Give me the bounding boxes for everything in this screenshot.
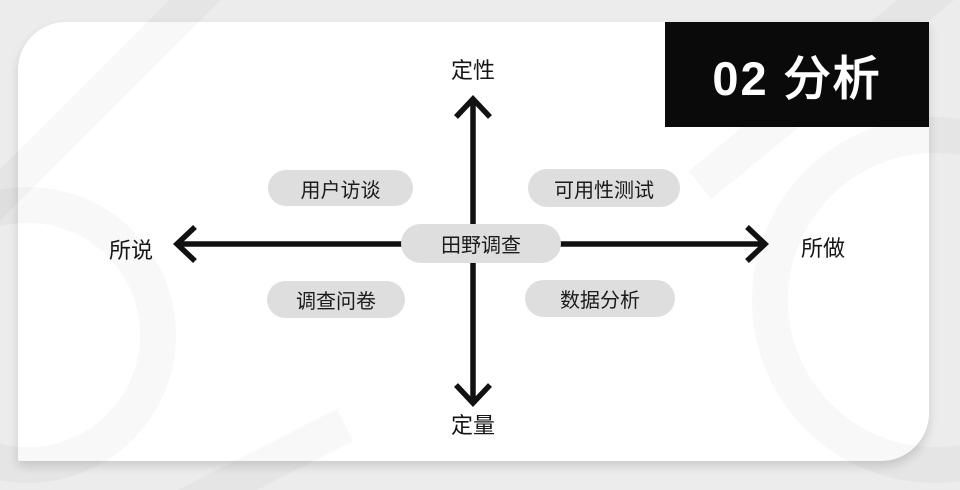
quadrant-pill-user-interviews: 用户访谈 xyxy=(268,170,413,206)
section-badge: 02 分析 xyxy=(665,22,929,127)
quadrant-pill-data-analysis: 数据分析 xyxy=(525,280,675,317)
axis-label-what-done: 所做 xyxy=(800,236,846,261)
quadrant-pill-survey-questionnaire: 调查问卷 xyxy=(267,281,405,318)
section-badge-label: 02 分析 xyxy=(712,52,882,105)
center-pill-field-research: 田野调查 xyxy=(401,224,561,263)
axis-label-what-said: 所说 xyxy=(108,238,154,263)
axis-label-quantitative: 定量 xyxy=(450,413,496,438)
quadrant-pill-usability-testing: 可用性测试 xyxy=(528,169,680,207)
axis-label-qualitative: 定性 xyxy=(450,58,496,83)
